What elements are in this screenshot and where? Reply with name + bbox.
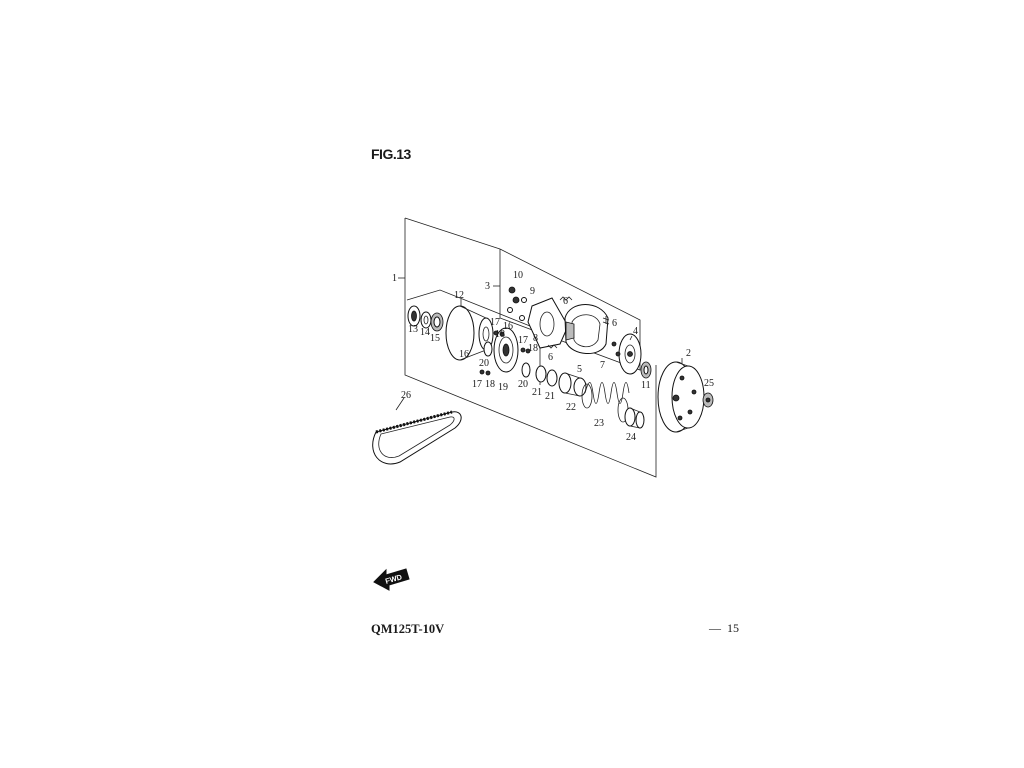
callout-6a: 6 <box>563 296 568 307</box>
drive-belt <box>372 410 462 465</box>
callout-18c: 18 <box>485 379 495 390</box>
callout-8: 8 <box>533 333 538 344</box>
callout-6b: 6 <box>612 318 617 329</box>
pin-18b <box>525 348 531 354</box>
callout-13: 13 <box>408 324 418 335</box>
callout-18b: 18 <box>528 343 538 354</box>
washer-13 <box>407 305 421 327</box>
callout-7: 7 <box>600 360 605 371</box>
pin-17c <box>479 369 485 375</box>
pin-17a <box>493 330 499 336</box>
nut-10b <box>512 296 520 304</box>
spring-6a <box>559 296 573 301</box>
callout-3: 3 <box>485 281 490 292</box>
callout-2: 2 <box>686 348 691 359</box>
callout-17c: 17 <box>472 379 482 390</box>
callout-4: 4 <box>633 326 638 337</box>
callout-21b: 21 <box>545 391 555 402</box>
washer-9a <box>521 297 527 303</box>
page-dash: — <box>709 621 721 635</box>
movable-drive-face-19 <box>493 327 519 373</box>
nut-10a <box>508 286 516 294</box>
pin-18a <box>499 331 505 337</box>
frame-top-edge <box>404 217 501 250</box>
assembly-frame-inner <box>499 248 641 371</box>
callout-20a: 20 <box>479 358 489 369</box>
leader-lines <box>395 299 683 411</box>
fwd-arrow-icon: FWD <box>373 568 410 591</box>
washer-9c <box>519 315 525 321</box>
washer-14 <box>420 311 432 329</box>
callout-19: 19 <box>498 382 508 393</box>
assembly-frame-outer <box>404 218 657 478</box>
front-group-frame <box>406 289 541 385</box>
callout-6c: 6 <box>548 352 553 363</box>
callout-12: 12 <box>454 290 464 301</box>
nut-25 <box>702 392 714 408</box>
callout-15: 15 <box>430 333 440 344</box>
ring-20b <box>521 362 531 378</box>
callout-16: 16 <box>459 349 469 360</box>
callout-18a: 18 <box>495 329 505 340</box>
ring-21b <box>546 369 558 387</box>
spring-6b <box>602 316 610 325</box>
callout-22: 22 <box>566 402 576 413</box>
callout-17b: 17 <box>518 335 528 346</box>
callout-9: 9 <box>530 286 535 297</box>
callout-25: 25 <box>704 378 714 389</box>
clutch-shoe-5 <box>564 304 609 354</box>
callout-10: 10 <box>513 270 523 281</box>
figure-title: FIG.13 <box>371 146 411 162</box>
model-number: QM125T-10V <box>371 622 445 636</box>
callout-26: 26 <box>401 390 411 401</box>
page-number-value: 15 <box>727 621 739 635</box>
callout-1: 1 <box>392 273 397 284</box>
callout-5: 5 <box>577 364 582 375</box>
callout-11: 11 <box>641 380 651 391</box>
nut-11 <box>640 361 652 379</box>
ring-21a <box>535 365 547 383</box>
sleeve-22 <box>558 372 587 397</box>
callout-24: 24 <box>626 432 636 443</box>
pin-7a <box>611 341 617 347</box>
pin-18c <box>485 370 491 376</box>
collar-24 <box>624 407 645 429</box>
ring-20a <box>483 341 493 357</box>
pin-7b <box>615 351 621 357</box>
pin-17b <box>520 347 526 353</box>
spring-23 <box>581 382 630 423</box>
callout-16b: 16 <box>503 321 513 332</box>
callout-23: 23 <box>594 418 604 429</box>
page-number: — 15 <box>709 621 739 636</box>
callout-21a: 21 <box>532 387 542 398</box>
callout-14: 14 <box>420 327 430 338</box>
washer-9b <box>507 307 513 313</box>
clutch-plate-8 <box>527 297 569 349</box>
bearing-15 <box>430 312 444 332</box>
clutch-bell-2 <box>657 361 705 433</box>
callout-20b: 20 <box>518 379 528 390</box>
spring-6c <box>547 344 558 349</box>
callout-17a: 17 <box>490 317 500 328</box>
